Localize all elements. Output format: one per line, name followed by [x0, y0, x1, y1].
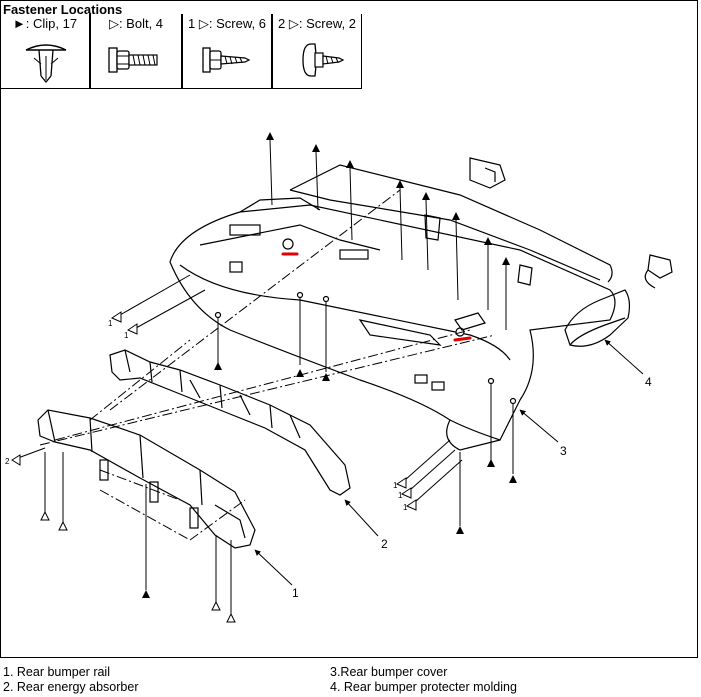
fastener-label-screw: 1 ▷: Screw, 6 [188, 16, 266, 31]
bolt-leaders [17, 274, 463, 614]
screw-icon [202, 47, 251, 73]
fastener-locations-title: Fastener Locations [3, 2, 123, 17]
legend-item-2: 2. Rear energy absorber [3, 680, 139, 694]
callout-1: 1 [292, 586, 299, 600]
rear-energy-absorber [109, 349, 351, 496]
rear-bumper-cover [169, 197, 616, 451]
bolt-markers [11, 311, 417, 623]
legend-item-1: 1. Rear bumper rail [3, 665, 110, 679]
part-callout-leaders [254, 339, 644, 586]
fastener-label-screw-washer: 2 ▷: Screw, 2 [278, 16, 356, 31]
screw-number-labels: 1 1 1 1 1 2 [5, 319, 408, 512]
highlight-marks [281, 252, 472, 342]
callout-3: 3 [560, 444, 567, 458]
marker-number: 1 [393, 481, 398, 490]
marker-number: 1 [398, 491, 403, 500]
fastener-cell-clip: ►: Clip, 17 [0, 14, 90, 89]
callout-4: 4 [645, 375, 652, 389]
callout-2: 2 [381, 537, 388, 551]
legend-item-4: 4. Rear bumper protecter molding [330, 680, 517, 694]
marker-number: 1 [108, 319, 113, 328]
clip-icon [25, 44, 67, 84]
bolt-icon [108, 47, 158, 73]
clip-markers [142, 132, 517, 598]
legend-item-3: 3.Rear bumper cover [330, 665, 448, 679]
fastener-label-clip: ►: Clip, 17 [12, 16, 78, 31]
marker-number: 1 [124, 331, 129, 340]
alignment-lines [39, 189, 496, 541]
upper-rail [289, 157, 673, 331]
fastener-cell-screw: 1 ▷: Screw, 6 [182, 14, 272, 89]
fastener-cell-bolt: ▷: Bolt, 4 [90, 14, 182, 89]
fastener-cell-screw-washer: 2 ▷: Screw, 2 [272, 14, 362, 89]
exploded-bumper-diagram: 1 1 1 1 1 2 1 2 3 4 [5, 132, 673, 623]
marker-number: 2 [5, 457, 10, 466]
diagram-frame [0, 0, 698, 658]
screw-washer-icon [302, 43, 345, 77]
fastener-label-bolt: ▷: Bolt, 4 [108, 16, 164, 31]
rear-bumper-protector-molding [564, 289, 631, 347]
marker-number: 1 [403, 503, 408, 512]
clip-leaders [145, 139, 514, 590]
